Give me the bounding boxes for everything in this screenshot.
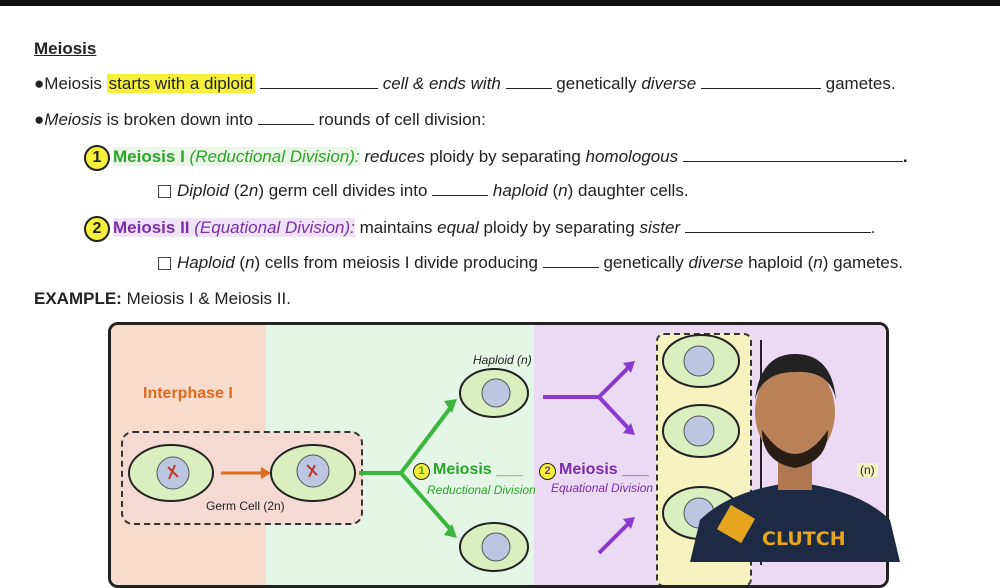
blank [432, 181, 489, 196]
text: ploidy by separating [424, 147, 581, 166]
checkbox-square-icon [158, 257, 171, 271]
page-title: Meiosis [34, 39, 97, 58]
text: sister [639, 218, 681, 237]
highlighted-text: starts with a diploid [106, 74, 256, 93]
bullet-dot: ● [34, 110, 45, 129]
number-badge-1: 1 [84, 145, 110, 171]
meiosis-1-subpoint: Diploid (2n) germ cell divides into hapl… [158, 181, 689, 201]
text: diverse [641, 74, 697, 93]
meiosis-diagram: Interphase I [108, 322, 889, 588]
presenter-video: CLUTCH [690, 350, 900, 562]
bullet-dot: ● [34, 74, 45, 93]
text: cell & ends with [382, 74, 501, 93]
blank [684, 218, 871, 233]
number-badge-2: 2 [84, 216, 110, 242]
presenter-avatar [690, 354, 900, 562]
blank [259, 74, 378, 89]
text: maintains [359, 218, 433, 237]
meiosis-1-label: Meiosis I (Reductional Division): [113, 147, 360, 166]
checkbox-square-icon [158, 185, 171, 199]
text: reduces [364, 147, 425, 166]
text: equal [437, 218, 479, 237]
text: gametes. [825, 74, 896, 93]
text: homologous [585, 147, 679, 166]
example-text: Meiosis I & Meiosis II. [126, 289, 291, 308]
blank [542, 253, 599, 268]
blank [682, 147, 903, 162]
brand-logo-text: CLUTCH [762, 528, 846, 550]
blank [257, 110, 314, 125]
text: Meiosis [44, 74, 107, 93]
blank [505, 74, 552, 89]
n-label: (n) [857, 463, 878, 477]
meiosis-2-label: Meiosis II (Equational Division): [113, 218, 355, 237]
blank [700, 74, 821, 89]
text: ploidy by separating [483, 218, 635, 237]
top-bar [0, 0, 1000, 6]
meiosis-2-subpoint: Haploid (n) cells from meiosis I divide … [158, 253, 903, 273]
equational-division-label: Equational Division [551, 481, 654, 495]
example-label: EXAMPLE: [34, 289, 122, 308]
text: genetically [556, 74, 637, 93]
text: Meiosis [44, 110, 102, 129]
reductional-division-label: Reductional Division [427, 483, 536, 497]
diagram-graphics [128, 334, 762, 572]
text: rounds of cell division: [318, 110, 486, 129]
germ-cell-label: Germ Cell (2n) [206, 499, 285, 513]
example-line: EXAMPLE: Meiosis I & Meiosis II. [34, 289, 291, 309]
haploid-label: Haploid (n) [473, 353, 532, 367]
bullet-line-1: ●Meiosis starts with a diploid cell & en… [34, 74, 896, 94]
interphase-label: Interphase I [143, 385, 233, 402]
bullet-line-2: ●Meiosis is broken down into rounds of c… [34, 110, 486, 130]
text: is broken down into [101, 110, 254, 129]
